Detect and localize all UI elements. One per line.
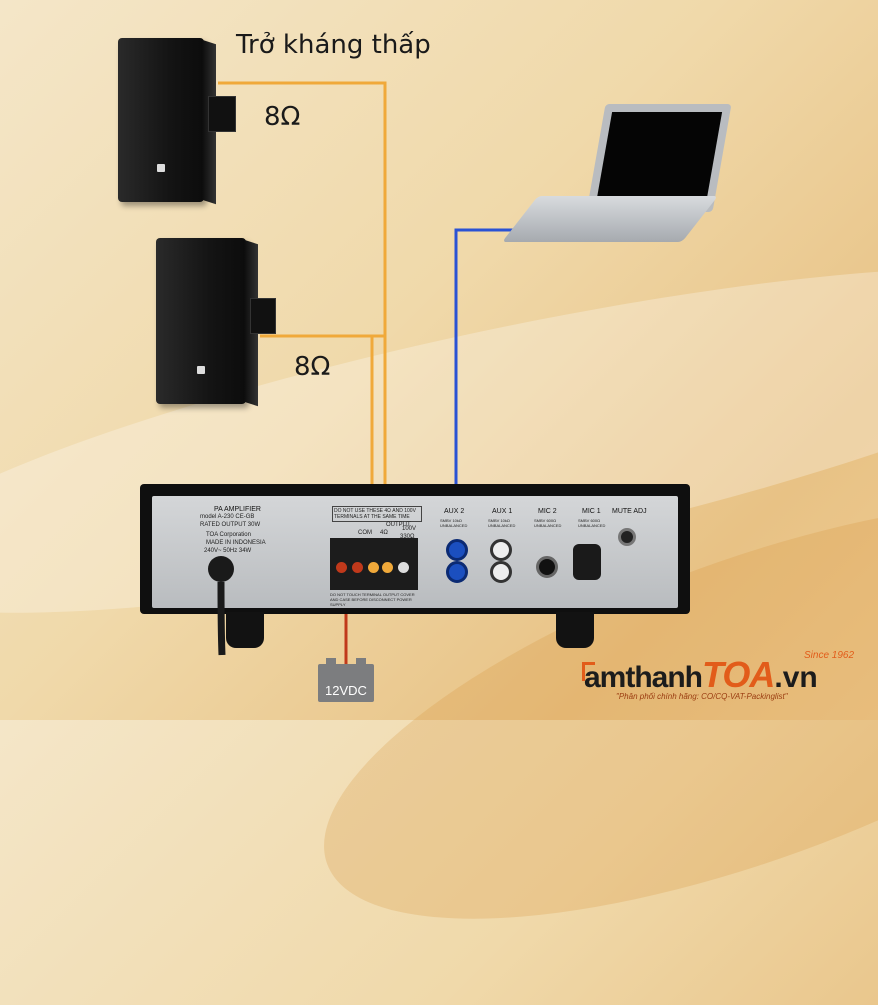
terminal-com[interactable] [368,562,379,573]
mic2-jack[interactable] [536,556,558,578]
speaker-top-logo-icon [157,164,165,172]
aux1-jack-top[interactable] [490,539,512,561]
power-cord [217,581,226,656]
diagram-title: Trở kháng thấp [236,30,431,60]
speaker-bottom-bracket [250,298,276,334]
brand-name-part1: amthanh [584,661,703,694]
speaker-bottom-logo-icon [197,366,205,374]
brand-logo: amthanhTOA.vn [584,654,818,696]
amp-maker: TOA Corporation [206,532,251,538]
amplifier-foot-right [556,612,594,648]
bottom-warning: DO NOT TOUCH TERMINAL OUTPUT COVER AND C… [330,592,415,607]
mute-adj-label: MUTE ADJ [612,508,647,515]
power-cord-plug [208,556,234,582]
amp-power-spec: 240V~ 50Hz 34W [204,548,252,554]
speaker-bottom-impedance: 8Ω [294,352,331,382]
input-mic1-label: MIC 1 [582,508,601,515]
brand-name-part2: TOA [702,654,775,695]
speaker-wire-top [218,81,387,560]
terminal-100v[interactable] [398,562,409,573]
amp-rated-output: RATED OUTPUT 30W [200,522,261,528]
aux2-jack-bottom[interactable] [446,561,468,583]
input-mic1-sub: SMBV 600Ω UNBALANCED [578,518,606,528]
terminal-dc-pos[interactable] [352,562,363,573]
input-aux2-label: AUX 2 [444,508,465,515]
input-aux2-sub: SMBV 10kΩ UNBALANCED [440,518,468,528]
speaker-top [118,38,216,205]
aux2-jack-top[interactable] [446,539,468,561]
battery-label: 12VDC [325,683,367,698]
brand-logo-icon [582,662,595,681]
brand-tagline: "Phân phối chính hãng: CO/CQ-VAT-Packing… [616,692,788,701]
aux1-jack-bottom[interactable] [490,561,512,583]
amp-origin: MADE IN INDONESIA [206,540,266,546]
mic1-xlr-jack[interactable] [573,544,601,580]
output-label: OUTPUT [386,522,411,528]
amp-model: model A-230 CE-GB [200,514,255,520]
brand-name-part3: .vn [774,661,818,694]
speaker-terminal-block [330,538,418,590]
battery-12vdc: 12VDC [318,658,374,702]
v100-label: 100V [402,526,417,532]
input-aux1-sub: SMBV 10kΩ UNBALANCED [488,518,516,528]
input-mic2-label: MIC 2 [538,508,557,515]
speaker-bottom [156,238,258,407]
com-label: COM [358,530,372,536]
terminal-dc-neg[interactable] [336,562,347,573]
speaker-top-impedance: 8Ω [264,102,301,132]
brand-since: Since 1962 [804,650,855,661]
ohm-label: 4Ω [380,530,388,536]
mute-adj-knob[interactable] [618,528,636,546]
speaker-top-bracket [208,96,236,132]
amplifier-foot-left [226,612,264,648]
terminal-4ohm[interactable] [382,562,393,573]
amp-panel-title: PA AMPLIFIER [214,506,261,513]
input-mic2-sub: SMBV 600Ω UNBALANCED [534,518,562,528]
ohm330-label: 330Ω [400,534,415,540]
output-warning: DO NOT USE THESE 4Ω AND 100V TERMINALS A… [332,506,422,522]
input-aux1-label: AUX 1 [492,508,513,515]
